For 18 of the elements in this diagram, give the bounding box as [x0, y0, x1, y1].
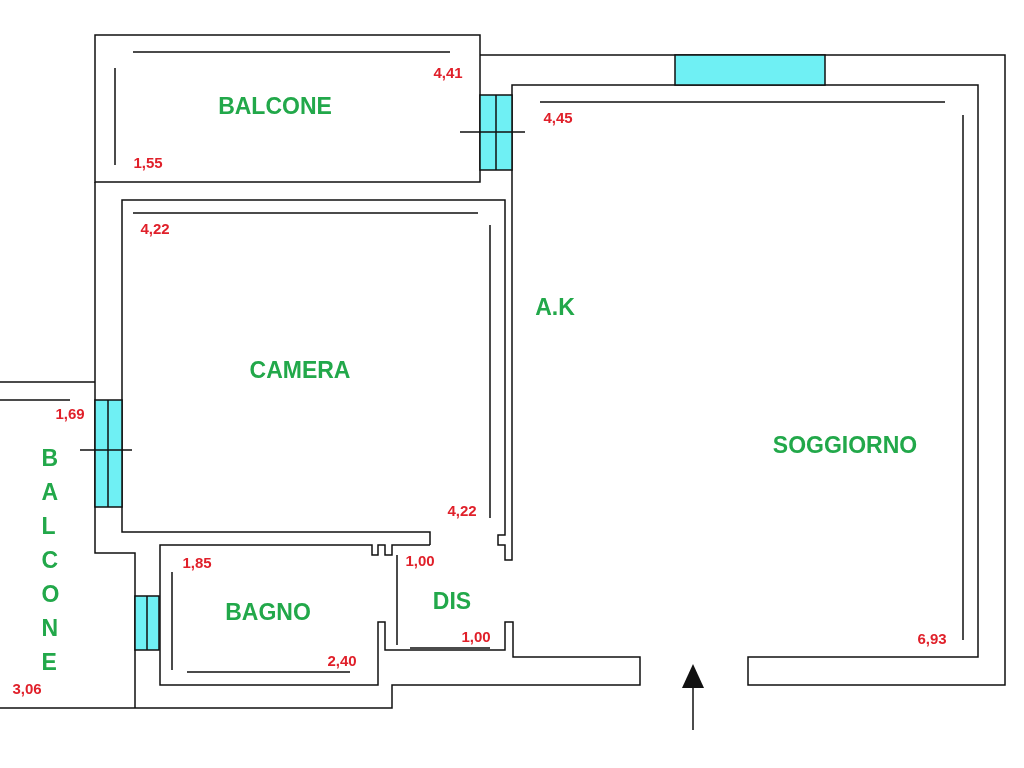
dimension-label: 4,22	[140, 220, 170, 236]
dimension-label: 3,06	[12, 680, 42, 696]
room-name: BALCONE	[218, 94, 332, 118]
dimension-label: 4,45	[543, 109, 573, 125]
dimension-label: 6,93	[917, 630, 947, 646]
dimension-label: 4,41	[433, 64, 463, 80]
dimension-label: 1,00	[405, 552, 435, 568]
dimension-label: 4,22	[447, 502, 477, 518]
dimension-label: 1,00	[461, 628, 491, 644]
room-name: SOGGIORNO	[772, 433, 918, 457]
room-name: A.K	[535, 295, 575, 319]
dimension-label: 1,69	[55, 405, 85, 421]
dimension-label: 2,40	[327, 652, 357, 668]
dimension-label: 1,55	[133, 154, 163, 170]
dimension-label: 1,85	[182, 554, 212, 570]
room-name: BAGNO	[225, 600, 311, 624]
room-name: DIS	[432, 589, 472, 613]
room-name: CAMERA	[249, 358, 351, 382]
